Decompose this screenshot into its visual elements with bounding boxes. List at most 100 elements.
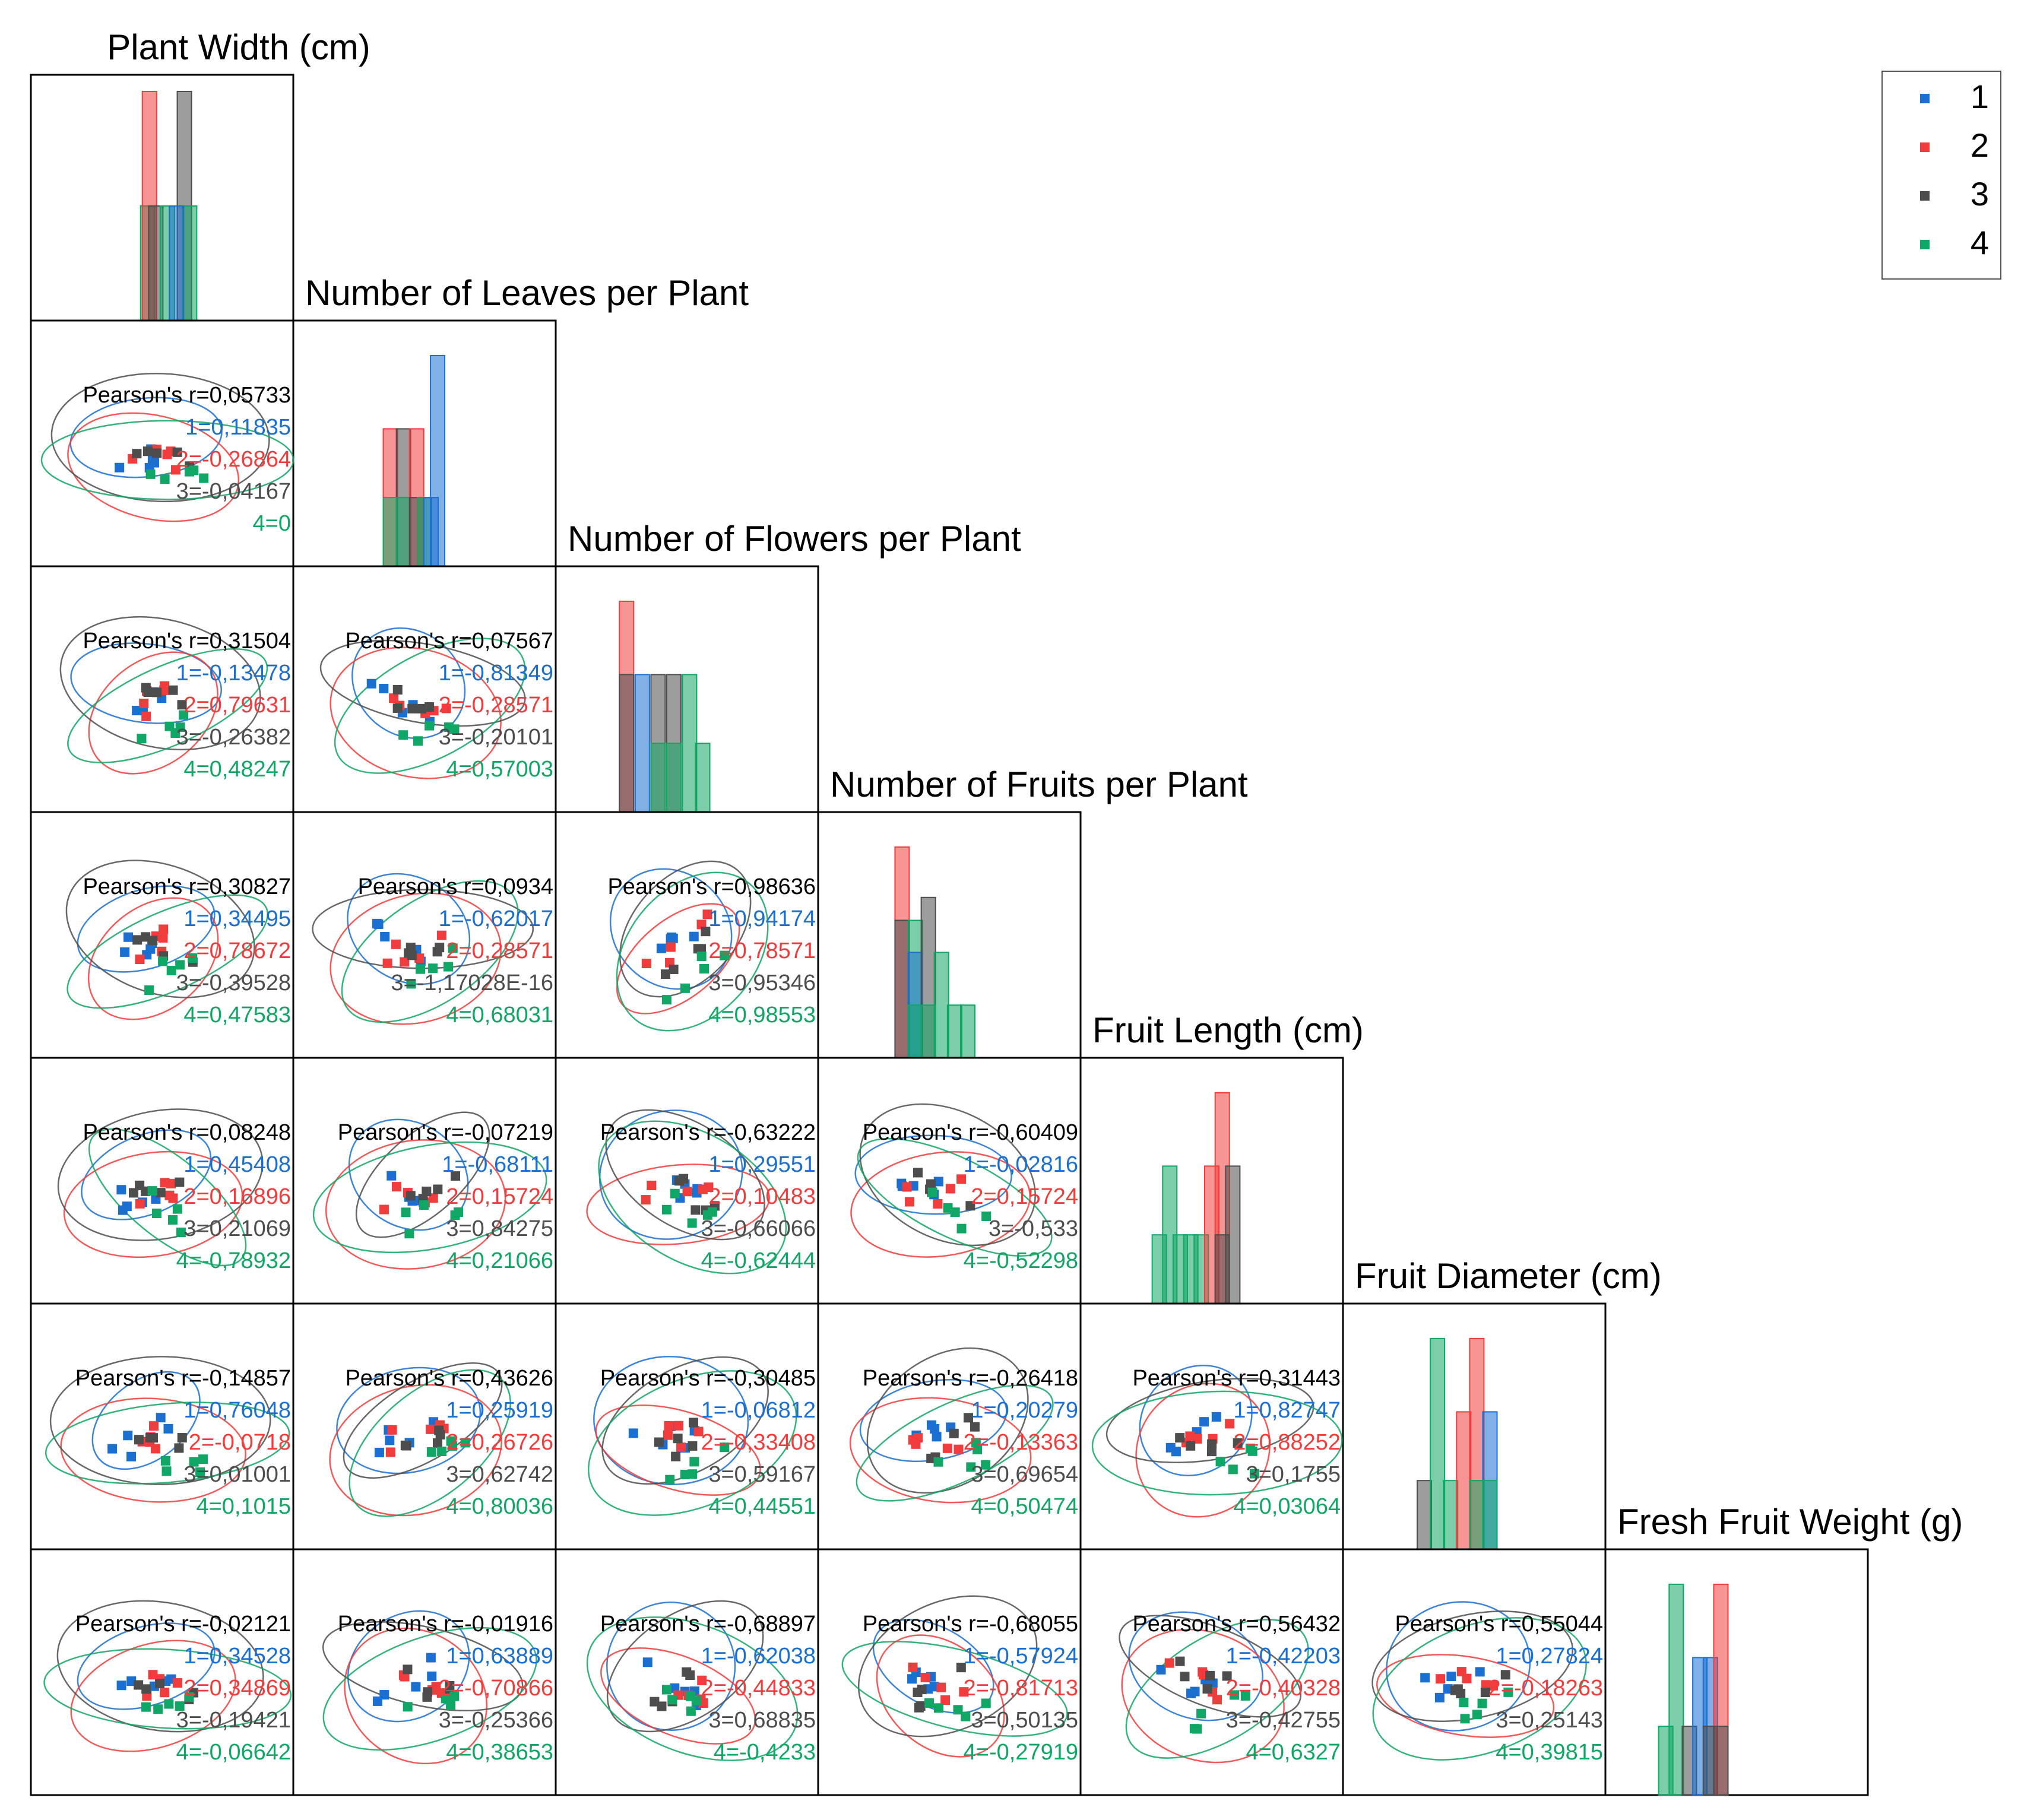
legend-swatch-1 <box>1920 94 1930 103</box>
group-4-r-label: 4=0 <box>253 511 291 536</box>
group-2-r-label: 2=0,34869 <box>183 1676 291 1701</box>
scatter-point-group-4 <box>413 736 423 746</box>
scatter-point-group-4 <box>164 721 175 731</box>
confidence-ellipse-group-4 <box>334 638 526 774</box>
confidence-ellipse-group-3 <box>1371 1610 1573 1722</box>
scatter-point-group-3 <box>970 1422 980 1432</box>
scatter-cell: Pearson's r=-0,304851=-0,068122=-0,33408… <box>555 1302 819 1551</box>
scatter-point-group-3 <box>657 1701 667 1711</box>
scatter-point-group-2 <box>391 1182 401 1192</box>
group-4-r-label: 4=0,6327 <box>1246 1740 1341 1765</box>
pearson-r-label: Pearson's r=-0,68897 <box>600 1612 816 1637</box>
histogram-bar-group-4 <box>695 743 711 813</box>
scatter-point-group-4 <box>160 1456 170 1466</box>
scatter-point-group-3 <box>425 702 435 712</box>
scatter-point-group-4 <box>158 956 168 966</box>
variable-title: Plant Width (cm) <box>107 27 370 67</box>
scatter-point-group-4 <box>184 1692 194 1702</box>
scatter-point-group-2 <box>1456 1667 1466 1677</box>
pearson-r-label: Pearson's r=-0,63222 <box>600 1120 816 1145</box>
scatter-point-group-4 <box>720 950 730 960</box>
pearson-r-label: Pearson's r=-0,30485 <box>600 1366 816 1391</box>
scatter-point-group-3 <box>1233 1438 1243 1448</box>
confidence-ellipse-group-2 <box>70 1640 236 1752</box>
scatter-point-group-4 <box>179 710 189 720</box>
scatter-point-group-3 <box>432 1438 442 1448</box>
histogram-bar-group-4 <box>395 497 411 567</box>
group-2-r-label: 2=0,15724 <box>446 1184 553 1209</box>
scatter-point-group-1 <box>1171 1447 1181 1457</box>
scatter-point-group-3 <box>134 1435 144 1445</box>
pearson-r-label: Pearson's r=-0,68055 <box>863 1612 1078 1637</box>
confidence-ellipse-group-2 <box>330 892 502 1025</box>
scatter-point-group-4 <box>981 1212 992 1222</box>
group-1-r-label: 1=0,45408 <box>183 1152 291 1177</box>
group-1-r-label: 1=-0,13478 <box>176 661 291 686</box>
scatter-point-group-4 <box>1459 1698 1469 1708</box>
scatter-point-group-3 <box>172 447 182 457</box>
confidence-ellipse-group-3 <box>859 1103 1036 1247</box>
scatter-cell: Pearson's r=-0,021211=0,345282=0,348693=… <box>30 1548 294 1796</box>
scatter-point-group-1 <box>123 1431 133 1441</box>
scatter-point-group-2 <box>382 958 392 968</box>
scatter-point-group-2 <box>682 1187 692 1197</box>
confidence-ellipse-group-3 <box>57 1108 264 1241</box>
group-3-r-label: 3=-0,42755 <box>1226 1708 1341 1733</box>
pearson-r-label: Pearson's r=0,07567 <box>345 629 553 654</box>
pearson-r-label: Pearson's r=0,30827 <box>83 874 291 899</box>
scatter-point-group-3 <box>661 969 671 979</box>
scatter-point-group-3 <box>406 943 416 953</box>
group-4-r-label: 4=0,57003 <box>446 757 553 782</box>
scatter-point-group-4 <box>665 1475 675 1485</box>
confidence-ellipse-group-2 <box>60 1397 246 1503</box>
histogram-cell: Plant Width (cm) <box>30 27 370 322</box>
scatter-point-group-3 <box>422 1692 432 1702</box>
group-3-r-label: 3=0,50135 <box>971 1708 1078 1733</box>
pearson-r-label: Pearson's r=0,98636 <box>607 874 816 899</box>
scatter-point-group-4 <box>164 1699 174 1709</box>
confidence-ellipse-group-4 <box>67 648 268 763</box>
confidence-ellipse-group-2 <box>595 1404 761 1496</box>
scatter-point-group-4 <box>662 1204 672 1215</box>
group-3-r-label: 3=0,68835 <box>708 1708 816 1733</box>
legend-swatch-3 <box>1920 191 1930 201</box>
scatter-point-group-2 <box>1436 1674 1446 1684</box>
confidence-ellipse-group-2 <box>586 1163 771 1245</box>
scatter-point-group-4 <box>696 952 707 962</box>
confidence-ellipse-group-4 <box>40 420 294 500</box>
confidence-ellipse-group-4 <box>857 1138 1053 1257</box>
scatter-point-group-4 <box>141 1702 151 1712</box>
scatter-point-group-3 <box>451 1171 461 1181</box>
group-2-r-label: 2=0,15724 <box>971 1184 1078 1209</box>
scatter-point-group-2 <box>1185 1431 1195 1441</box>
scatter-point-group-2 <box>920 1673 930 1683</box>
scatter-point-group-3 <box>141 1684 151 1694</box>
scatter-point-group-3 <box>650 1697 660 1707</box>
confidence-ellipse-group-3 <box>1119 1615 1302 1718</box>
scatter-point-group-1 <box>120 947 130 957</box>
pearson-r-label: Pearson's r=0,55044 <box>1395 1612 1603 1637</box>
scatter-point-group-4 <box>425 721 435 731</box>
scatter-point-group-4 <box>449 724 460 734</box>
variable-title: Fresh Fruit Weight (g) <box>1617 1502 1963 1542</box>
group-4-r-label: 4=0,48247 <box>183 757 291 782</box>
scatter-point-group-4 <box>686 1706 696 1716</box>
scatter-point-group-2 <box>173 1678 183 1688</box>
scatter-cell: Pearson's r=-0,264181=0,202792=-0,133633… <box>817 1302 1082 1551</box>
scatter-point-group-1 <box>372 1696 382 1706</box>
histogram-bar-group-4 <box>920 1004 936 1058</box>
variable-title: Fruit Diameter (cm) <box>1355 1256 1662 1296</box>
scatter-point-group-4 <box>401 1207 411 1217</box>
scatter-point-group-4 <box>416 964 426 974</box>
histogram-bar-group-4 <box>933 952 949 1058</box>
scatter-point-group-3 <box>422 1186 432 1196</box>
histogram-bar-group-4 <box>946 1004 962 1058</box>
pearson-r-label: Pearson's r=-0,14857 <box>75 1366 291 1391</box>
group-4-r-label: 4=0,44551 <box>708 1494 816 1519</box>
scatter-point-group-2 <box>704 1182 714 1193</box>
scatter-point-group-2 <box>954 1444 964 1454</box>
confidence-ellipse-group-1 <box>609 868 733 990</box>
scatter-point-group-3 <box>407 703 417 714</box>
scatter-point-group-3 <box>1207 1439 1217 1449</box>
